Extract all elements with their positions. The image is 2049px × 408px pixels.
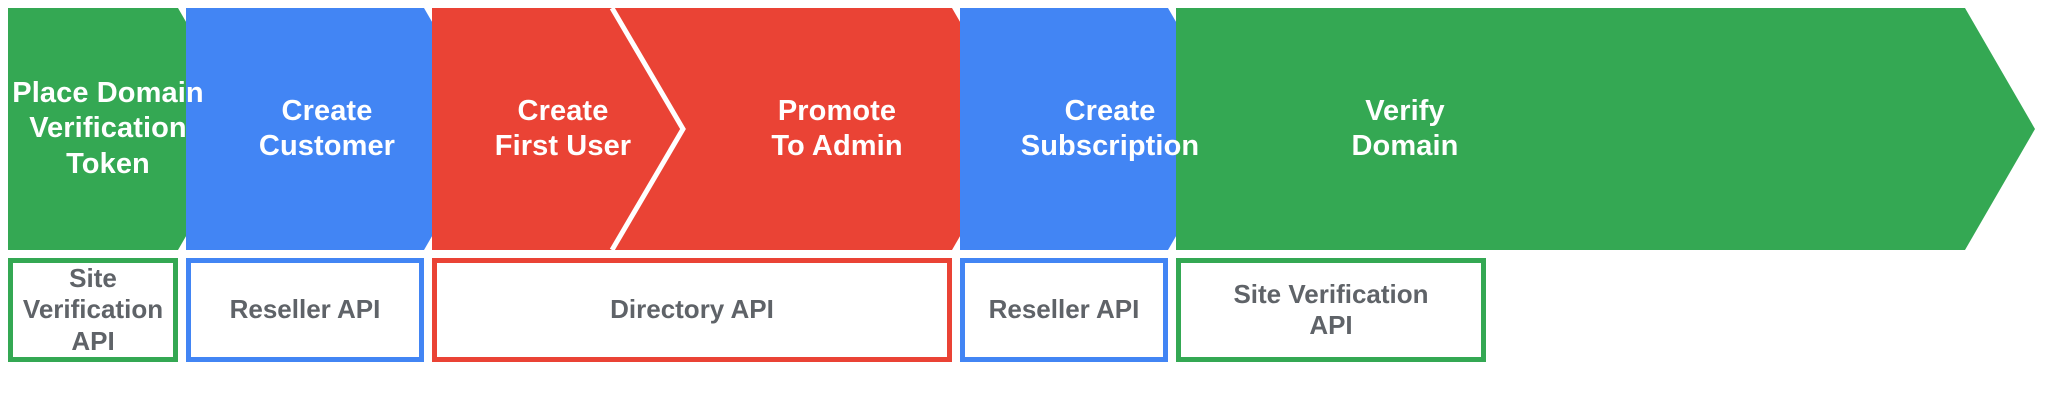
arrow-step-6[interactable] xyxy=(1176,8,2035,250)
arrow-step-3-4-body[interactable] xyxy=(432,8,1022,250)
api-box-directory[interactable]: Directory API xyxy=(432,258,952,362)
api-box-site-verification-2[interactable]: Site Verification API xyxy=(1176,258,1486,362)
api-box-site-verification-1[interactable]: Site Verification API xyxy=(8,258,178,362)
api-box-label: Site Verification API xyxy=(1233,278,1429,340)
api-box-label: Site Verification API xyxy=(22,263,164,356)
chevron-arrow-band xyxy=(8,6,2035,252)
api-box-reseller-1[interactable]: Reseller API xyxy=(186,258,424,362)
api-box-label: Directory API xyxy=(610,294,774,325)
arrow-step-2[interactable] xyxy=(186,8,494,250)
api-box-label: Reseller API xyxy=(229,294,381,325)
api-box-reseller-2[interactable]: Reseller API xyxy=(960,258,1168,362)
api-box-label: Reseller API xyxy=(988,294,1140,325)
arrow-step-5[interactable] xyxy=(960,8,1238,250)
arrow-separator-3-4 xyxy=(609,6,686,252)
